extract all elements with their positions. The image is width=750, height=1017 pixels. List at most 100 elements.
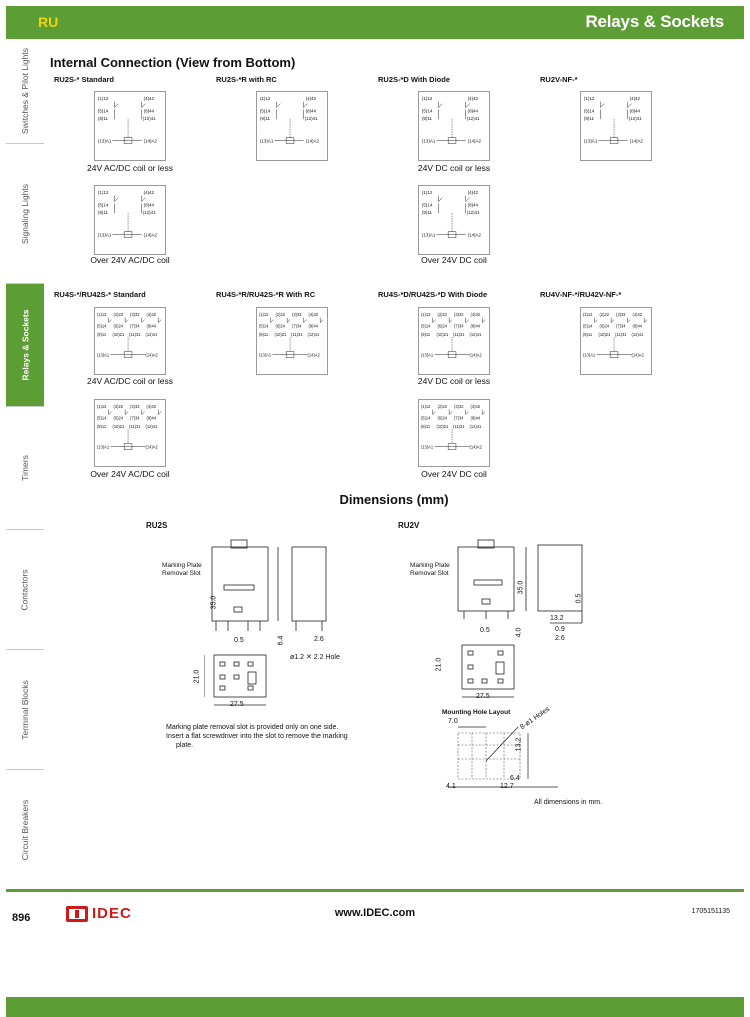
label-ru2v-dim: RU2V [398,521,420,530]
terminal-label: (12)41 [308,332,320,337]
terminal-label: (14)A2 [306,139,320,144]
terminal-label: (14)A2 [146,445,159,450]
diagram-ru2s-rc: (1)12 (4)42 (5)14 (8)44 (9)11 (12)41 (13… [256,91,328,161]
terminal-label: (6)24 [113,323,123,328]
terminal-label: (10)21 [599,332,611,337]
terminal-label: (6)24 [599,323,609,328]
caption-dc-low-2: 24V DC coil or less [417,376,491,386]
diagram-ru4s-diode-high: (1)12 (2)22 (3)32 (4)42 (5)14 (6)24 (7)3… [418,399,490,467]
mount-dim-c: 12.7 [500,783,514,790]
caption-ac-high-2: Over 24V AC/DC coil [90,469,170,479]
terminal-label: (3)32 [616,312,626,317]
mount-dim-top: 7.0 [448,718,458,725]
terminal-label: (7)34 [130,323,140,328]
label-ru2s-diode: RU2S-*D With Diode [378,75,451,84]
terminal-label: (8)44 [306,108,317,113]
footer-url[interactable]: www.IDEC.com [334,907,416,919]
terminal-label: (13)A1 [421,445,434,450]
terminal-label: (12)41 [305,116,318,121]
all-dimensions-note: All dimensions in mm. [534,799,603,806]
terminal-label: (1)12 [98,190,109,195]
tab-terminal-blocks[interactable]: Terminal Blocks [6,650,44,770]
terminal-label: (1)12 [421,312,431,317]
terminal-label: (4)42 [630,96,641,101]
ru2s-dim-hole: ø1.2 ✕ 2.2 Hole [290,654,340,661]
terminal-label: (1)12 [422,96,433,101]
ru2v-dim-len: 4.0 [515,627,523,638]
ru2s-marking-plate-label: Marking Plate Removal Slot [162,562,202,577]
ru2v-dim-a: 13.2 [550,615,564,622]
terminal-label: (9)11 [98,210,109,215]
doc-code: 1705151135 [691,908,730,915]
terminal-label: (5)14 [422,202,433,207]
terminal-label: (12)41 [146,424,158,429]
terminal-label: (4)42 [147,312,157,317]
terminal-label: (8)44 [468,202,479,207]
label-ru4s-diode: RU4S-*D/RU42S-*D With Diode [378,290,488,299]
caption-dc-high-1: Over 24V DC coil [421,255,487,265]
terminal-label: (1)12 [259,312,269,317]
terminal-label: (5)14 [97,323,107,328]
terminal-label: (14)A2 [146,353,159,358]
terminal-label: (5)14 [422,108,433,113]
terminal-label: (5)14 [421,415,431,420]
terminal-label: (5)14 [260,108,271,113]
label-ru4s-rc: RU4S-*R/RU42S-*R With RC [216,290,316,299]
terminal-label: (14)A2 [630,139,644,144]
terminal-label: (13)A1 [260,139,274,144]
terminal-label: (8)44 [471,415,481,420]
label-ru4s-standard: RU4S-*/RU42S-* Standard [54,290,146,299]
terminal-label: (2)22 [113,312,123,317]
terminal-label: (12)41 [143,210,156,215]
tab-timers[interactable]: Timers [6,407,44,530]
idec-logo: IDEC [66,905,132,922]
terminal-label: (14)A2 [632,353,645,358]
terminal-label: (4)42 [633,312,643,317]
terminal-label: (2)22 [437,404,447,409]
terminal-label: (6)24 [113,415,123,420]
terminal-label: (9)11 [260,116,271,121]
terminal-label: (4)42 [471,404,481,409]
mount-dim-a: 6.4 [510,775,520,782]
tab-circuit-breakers[interactable]: Circuit Breakers [20,799,30,860]
terminal-label: (7)34 [454,323,464,328]
terminal-label: (13)A1 [259,353,272,358]
terminal-label: (13)A1 [98,139,112,144]
tab-signaling-lights[interactable]: Signaling Lights [6,144,44,284]
terminal-label: (11)31 [453,332,465,337]
tab-contactors[interactable]: Contactors [6,530,44,650]
ru2s-notes: Marking plate removal slot is provided o… [166,724,348,749]
terminal-label: (11)31 [453,424,465,429]
terminal-label: (9)11 [97,332,107,337]
ru2v-dim-base: 27.5 [476,693,490,700]
terminal-label: (14)A2 [468,139,482,144]
terminal-label: (4)42 [468,96,479,101]
terminal-label: (13)A1 [584,139,598,144]
terminal-label: (8)44 [144,108,155,113]
terminal-label: (14)A2 [468,233,482,238]
ru2v-drawing [457,539,583,698]
terminal-label: (4)42 [309,312,319,317]
terminal-label: (9)11 [422,210,433,215]
terminal-label: (8)44 [147,415,157,420]
diagram-ru2s-diode-high: (1)12 (4)42 (5)14 (8)44 (9)11 (12)41 (13… [418,185,490,255]
main-content: Internal Connection (View from Bottom) R… [44,39,744,889]
terminal-label: (12)41 [467,116,480,121]
idec-logo-mark [66,905,88,922]
terminal-label: (4)42 [306,96,317,101]
terminal-label: (8)44 [471,323,481,328]
terminal-label: (5)14 [583,323,593,328]
diagram-ru4v: (1)12 (2)22 (3)32 (4)42 (5)14 (6)24 (7)3… [580,307,652,375]
terminal-label: (8)44 [144,202,155,207]
terminal-label: (5)14 [584,108,595,113]
ru2s-dim-len: 6.4 [277,635,285,646]
terminal-label: (12)41 [470,424,482,429]
terminal-label: (13)A1 [98,233,112,238]
terminal-label: (4)42 [471,312,481,317]
terminal-label: (5)14 [97,415,107,420]
terminal-label: (8)44 [147,323,157,328]
mounting-hole-title: Mounting Hole Layout [442,709,511,716]
tab-relays-sockets[interactable]: Relays & Sockets [6,284,44,407]
tab-switches-pilot-lights[interactable]: Switches & Pilot Lights [6,39,44,144]
caption-ac-low-1: 24V AC/DC coil or less [87,163,173,173]
